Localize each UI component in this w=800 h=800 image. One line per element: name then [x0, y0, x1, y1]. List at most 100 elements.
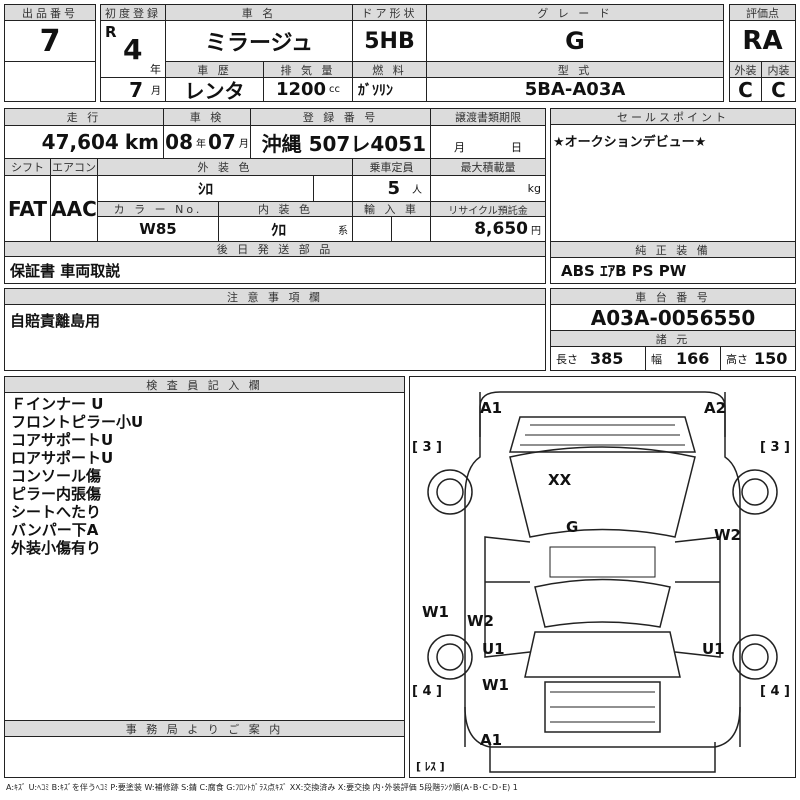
plate-label: 登 録 番 号 — [251, 109, 431, 126]
insp-year-unit: 年 — [196, 138, 206, 150]
office-label: 事 務 局 よ り ご 案 内 — [5, 721, 404, 737]
displacement-label: 排 気 量 — [264, 62, 353, 78]
ext-color-extra — [314, 176, 353, 202]
specs-label: 諸 元 — [551, 331, 795, 347]
sales-box: セールスポイント ★オークションデビュー★ 純 正 装 備 ABS ｴｱB PS… — [550, 108, 796, 284]
panel-tag: [ 4 ] — [412, 684, 442, 699]
inspector-note: フロントピラー小U — [11, 413, 144, 431]
ext-score-label: 外装 — [730, 62, 762, 78]
chassis-label: 車 台 番 号 — [551, 289, 795, 305]
mileage-unit: km — [124, 130, 159, 154]
max-load-label: 最大積載量 — [431, 159, 545, 176]
shift: FAT — [5, 176, 51, 242]
int-color-value: ｸﾛ — [270, 220, 286, 239]
spec-width: 幅 166 — [646, 347, 721, 370]
aircon: AAC — [51, 176, 98, 242]
lot-label: 出品番号 — [5, 5, 95, 21]
insp-month: 07 — [208, 130, 236, 154]
color-no-label: カ ラ ー No. — [98, 202, 219, 217]
inspector-note: ロアサポートU — [11, 449, 114, 467]
capacity-label: 乗車定員 — [353, 159, 431, 176]
color-no: W85 — [98, 217, 219, 242]
max-load: kg — [431, 176, 545, 202]
panel-tag: [ ﾚｽ ] — [416, 760, 445, 773]
later-parts: 保証書 車両取説 — [10, 261, 121, 280]
notes: 自賠責離島用 — [10, 311, 101, 330]
damage-mark: G — [566, 518, 579, 536]
damage-mark: U1 — [702, 640, 725, 658]
car-info-box: 初度登録 車 名 ドア形状 グ レ ー ド R 4 年 ミラージュ 5HB G … — [100, 4, 724, 102]
damage-mark: A2 — [704, 399, 727, 417]
damage-mark: W1 — [422, 603, 449, 621]
mileage-label: 走 行 — [5, 109, 164, 126]
panel-tag: [ 4 ] — [760, 684, 790, 699]
panel-tag: [ 3 ] — [760, 440, 790, 455]
import-cell-1 — [353, 217, 392, 242]
car-outline-icon — [427, 391, 778, 773]
model-label: 型 式 — [427, 62, 723, 78]
later-parts-label: 後 日 発 送 部 品 — [5, 242, 545, 257]
import-label: 輸 入 車 — [353, 202, 431, 217]
recycle-value: 8,650 — [474, 219, 528, 239]
damage-mark: XX — [548, 471, 572, 489]
equipment: ABS ｴｱB PS PW — [561, 262, 687, 280]
int-color-label: 内 装 色 — [219, 202, 353, 217]
transfer-day: 日 — [511, 141, 522, 154]
inspector-note: 外装小傷有り — [11, 539, 102, 557]
inspector-note: バンパー下A — [11, 521, 99, 539]
legend: A:ｷｽﾞ U:ﾍｺﾐ B:ｷｽﾞを伴うﾍｺﾐ P:要塗装 W:補修跡 S:錆 … — [6, 783, 518, 792]
int-score: C — [771, 78, 786, 101]
grade-label: グ レ ー ド — [427, 5, 723, 21]
ext-color: ｼﾛ — [98, 176, 314, 202]
door-type: 5HB — [353, 21, 427, 62]
transfer-deadline: 月日 — [431, 126, 545, 159]
era: R — [105, 23, 117, 41]
month-value: 7 — [129, 78, 143, 101]
insp-year: 08 — [165, 130, 193, 154]
damage-diagram: A1 A2 XX G W2 W1 W2 U1 U1 W1 A1 [ 3 ] [ … — [409, 376, 796, 778]
width-label: 幅 — [651, 352, 662, 366]
capacity-unit: 人 — [412, 185, 422, 196]
inspector-note: シートへたり — [11, 503, 102, 521]
plate-number: 沖縄 507レ4051 — [251, 126, 431, 159]
insp-month-unit: 月 — [238, 138, 249, 150]
inspector-note: Ｆインナー U — [11, 395, 104, 413]
notes-box: 注 意 事 項 欄 自賠責離島用 — [4, 288, 546, 371]
damage-mark: W1 — [482, 676, 509, 694]
height-value: 150 — [754, 349, 788, 368]
int-color-unit: 系 — [338, 225, 348, 237]
int-color: ｸﾛ 系 — [219, 217, 353, 242]
inspector-note: ピラー内張傷 — [11, 485, 102, 503]
model-code: 5BA-A03A — [524, 79, 626, 100]
inspector-box: 検 査 員 記 入 欄 Ｆインナー U フロントピラー小U コアサポートU ロア… — [4, 376, 405, 721]
reg-year: 4 — [123, 33, 143, 66]
width-value: 166 — [676, 349, 710, 368]
equipment-label: 純 正 装 備 — [551, 242, 795, 258]
inspector-label: 検 査 員 記 入 欄 — [5, 377, 404, 393]
fuel: ｶﾞｿﾘﾝ — [353, 78, 427, 101]
shift-label: シフト — [5, 159, 51, 176]
inspection-label: 車 検 — [164, 109, 251, 126]
capacity-value: 5 — [387, 178, 400, 199]
score-label: 評価点 — [730, 5, 795, 21]
transfer-month: 月 — [454, 141, 465, 154]
fuel-label: 燃 料 — [353, 62, 427, 78]
score-value: RA — [730, 21, 795, 62]
car-name: ミラージュ — [166, 21, 353, 62]
grade: G — [427, 21, 723, 62]
notes-label: 注 意 事 項 欄 — [5, 289, 545, 305]
inspector-note: コアサポートU — [11, 431, 114, 449]
int-score-label: 内装 — [762, 62, 795, 78]
sales-point: ★オークションデビュー★ — [551, 125, 795, 242]
ext-color-label: 外 装 色 — [98, 159, 353, 176]
length-label: 長さ — [556, 352, 578, 366]
transfer-label: 譲渡書類期限 — [431, 109, 545, 126]
